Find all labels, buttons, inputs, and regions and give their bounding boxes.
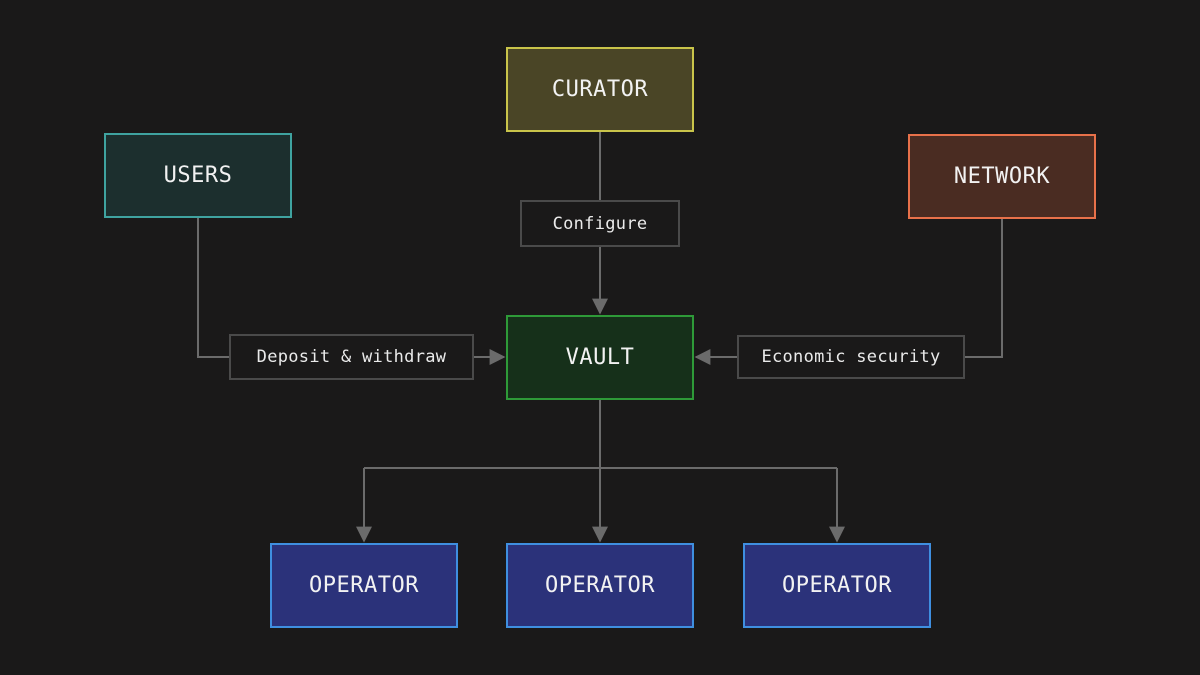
operator-node-2-label: OPERATOR (545, 573, 655, 598)
users-node: USERS (104, 133, 292, 218)
operator-node-3-label: OPERATOR (782, 573, 892, 598)
edge-users-deposit (197, 218, 229, 358)
operator-node-2: OPERATOR (506, 543, 694, 628)
users-node-label: USERS (163, 163, 233, 188)
curator-node-label: CURATOR (551, 77, 649, 102)
operator-node-1: OPERATOR (270, 543, 458, 628)
economic-security-edge-label: Economic security (737, 335, 965, 379)
deposit-withdraw-edge-label: Deposit & withdraw (229, 334, 474, 380)
edge-network-economic (965, 219, 1003, 358)
network-node-label: NETWORK (953, 164, 1051, 189)
economic-security-edge-text: Economic security (761, 347, 941, 367)
configure-edge-text: Configure (552, 213, 648, 234)
deposit-withdraw-edge-text: Deposit & withdraw (256, 347, 447, 367)
vault-node-label: VAULT (565, 345, 635, 370)
operator-node-1-label: OPERATOR (309, 573, 419, 598)
operator-node-3: OPERATOR (743, 543, 931, 628)
curator-node: CURATOR (506, 47, 694, 132)
vault-node: VAULT (506, 315, 694, 400)
network-node: NETWORK (908, 134, 1096, 219)
configure-edge-label: Configure (520, 200, 680, 247)
